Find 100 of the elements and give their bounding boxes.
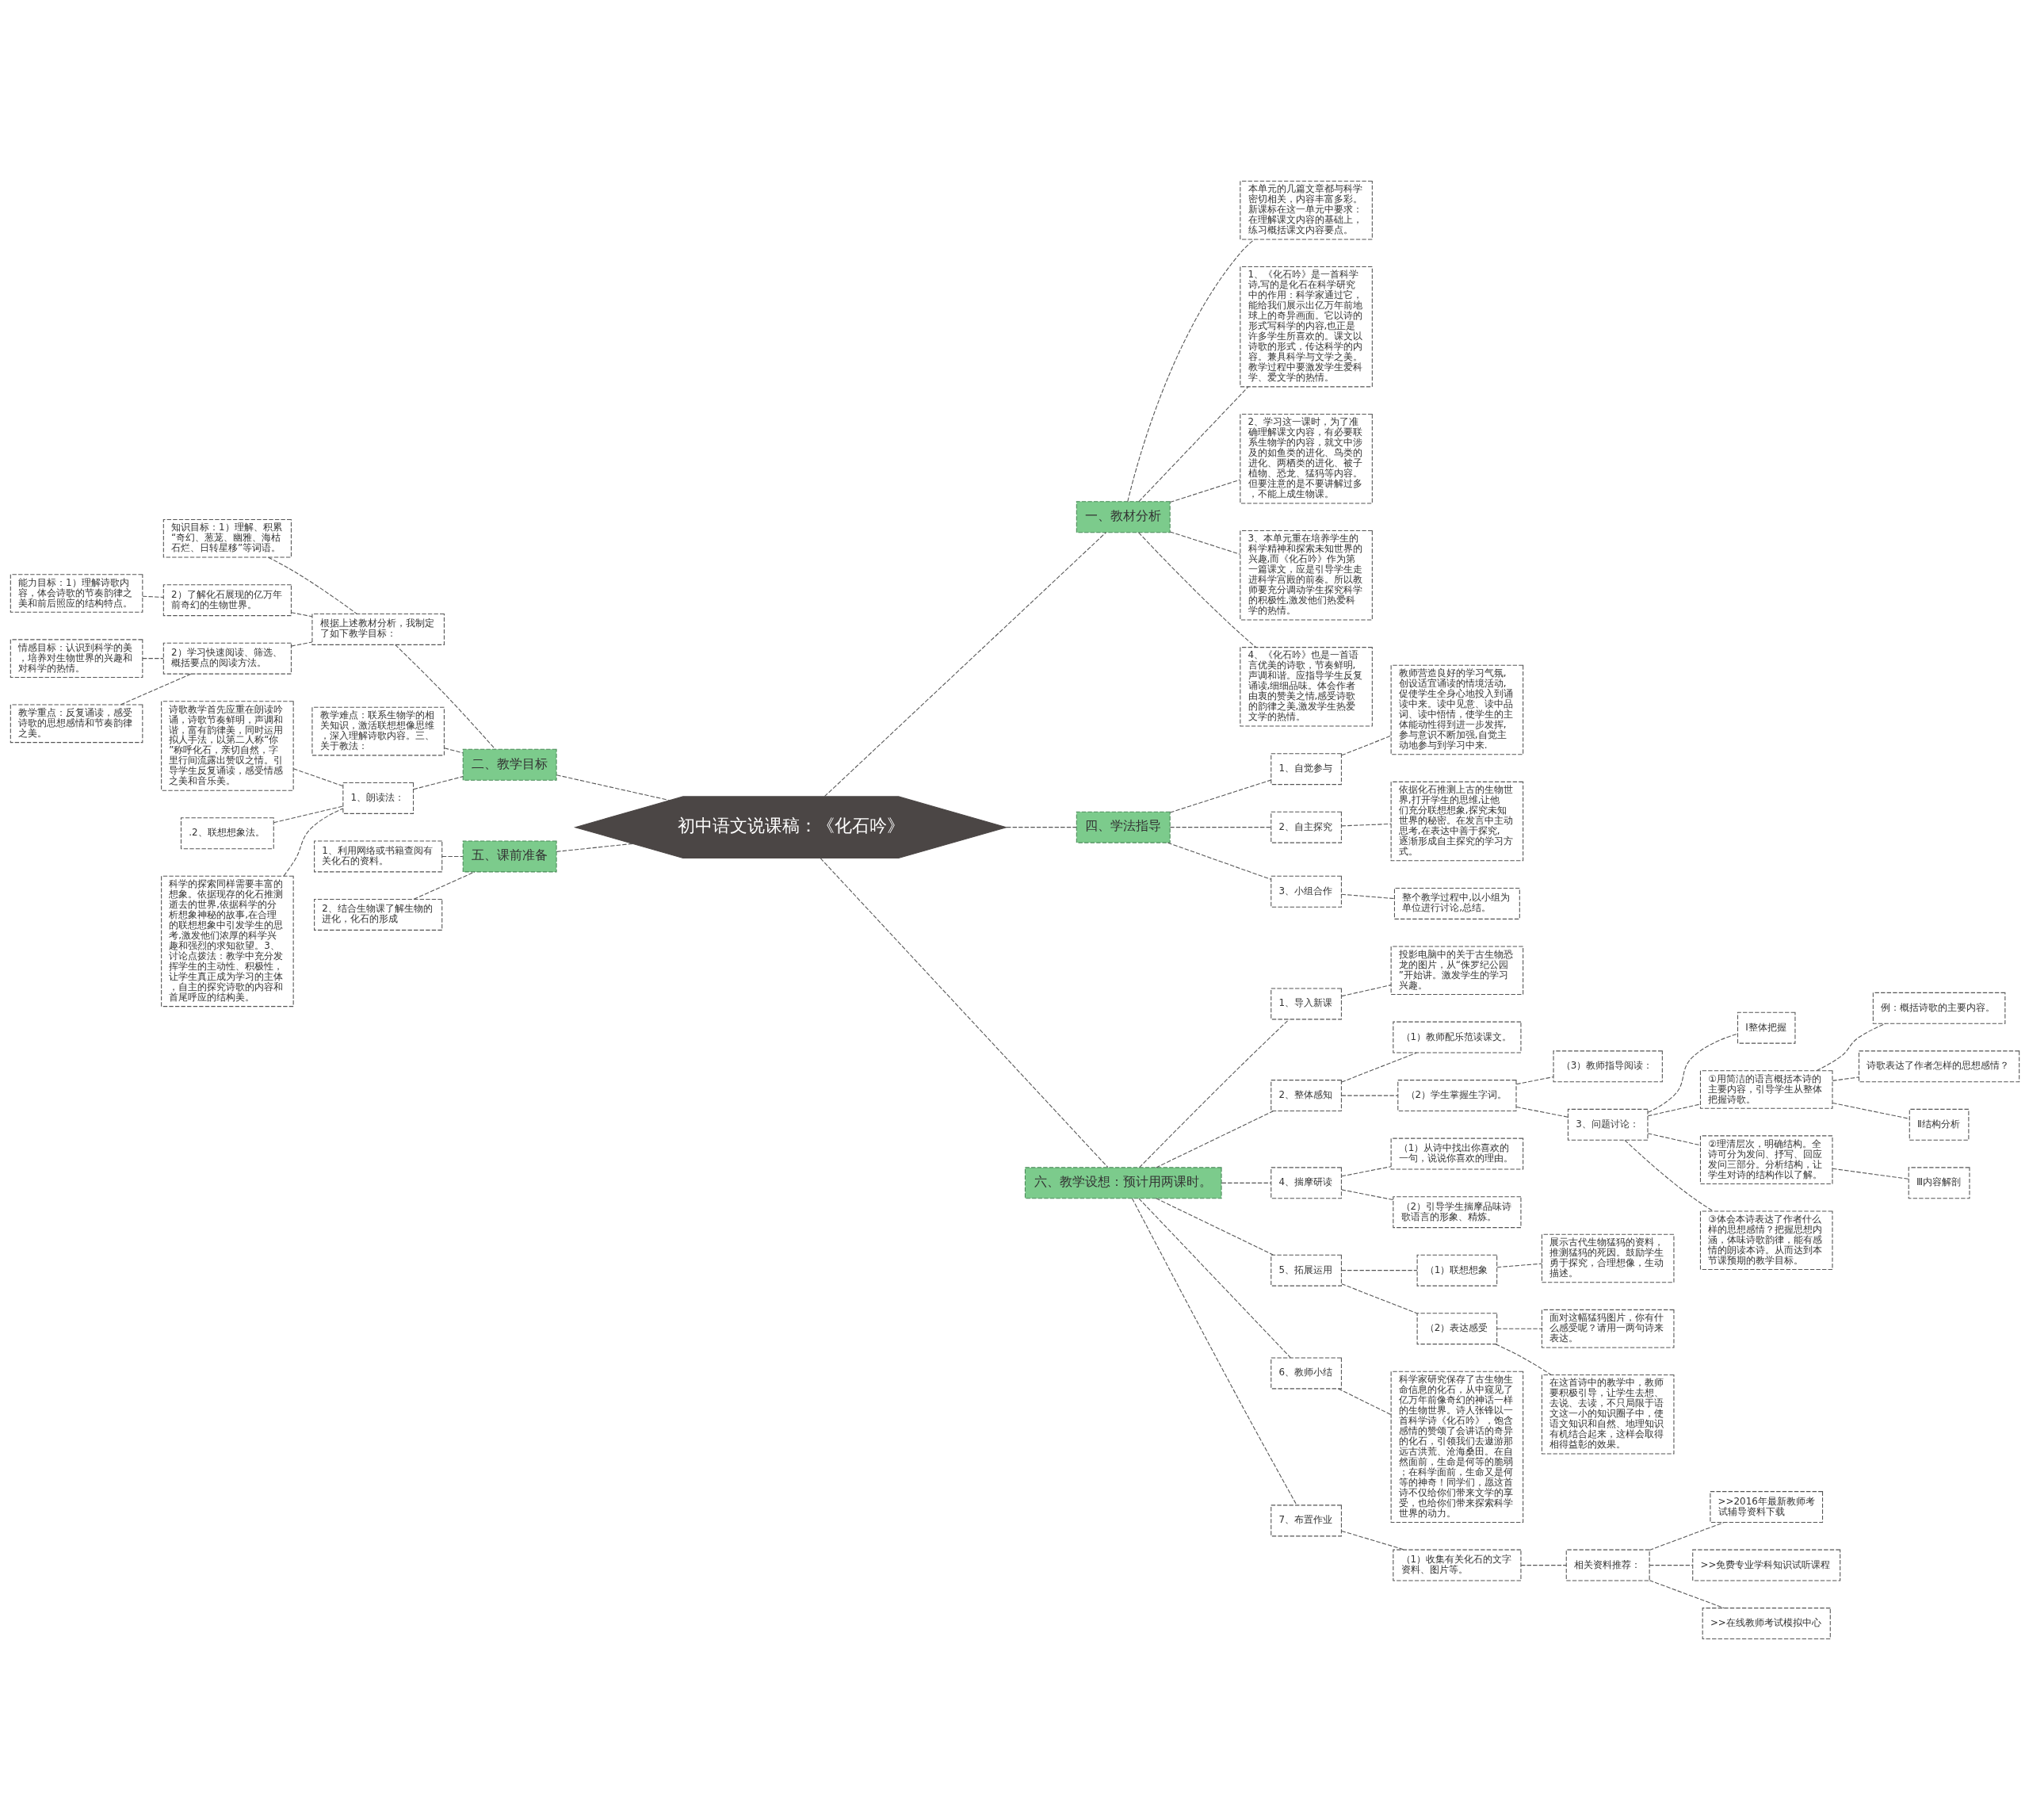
connector bbox=[1340, 1530, 1405, 1550]
connector bbox=[1340, 1166, 1392, 1177]
node-box: 整个教学过程中,以小组为单位进行讨论,总结。 bbox=[1393, 887, 1520, 920]
node-box: 3、本单元重在培养学生的科学精神和探索未知世界的兴趣,而《化石吟》作为第一篇课文，应是引导学生走进科学宫殿的前奏。所以教师要充分调动学生探究科学的积极性,激发他们热爱科学的热情。 bbox=[1239, 530, 1373, 621]
connector bbox=[1337, 1388, 1391, 1416]
connector bbox=[1138, 1198, 1291, 1359]
connector bbox=[1167, 842, 1271, 880]
connector bbox=[273, 805, 343, 824]
connector bbox=[1340, 1052, 1417, 1083]
node-box: 根据上述教材分析，我制定了如下教学目标： bbox=[311, 613, 445, 645]
node-box: Ⅱ结构分析 bbox=[1909, 1108, 1969, 1141]
connector bbox=[556, 843, 633, 852]
connector bbox=[823, 532, 1106, 797]
node-box: 2、自主探究 bbox=[1270, 811, 1342, 843]
connector bbox=[441, 855, 463, 857]
connector bbox=[1126, 239, 1255, 503]
connector bbox=[292, 768, 343, 787]
node-box: 在这首诗中的教学中，教师要积极引导，让学生去想、去说、去读，不只局限于语文这一小的知识圈子中，使语文知识和自然、地理知识有机结合起来，这样会取得相得益彰的效果。 bbox=[1541, 1375, 1674, 1455]
connector bbox=[1649, 1580, 1725, 1609]
node-box: 2）了解化石展现的亿万年前奇幻的生物世界。 bbox=[162, 584, 292, 617]
connector bbox=[1137, 532, 1256, 648]
node-box: Ⅰ整体把握 bbox=[1737, 1011, 1795, 1044]
node-box: 依据化石推测上古的生物世界,打开学生的思维,让他们充分联想想象,探究未知世界的秘密。在发言中主动思考,在表达中善于探究,逐渐形成自主探究的学习方式。 bbox=[1390, 781, 1523, 862]
node-box: 展示古代生物猛犸的资料，推测猛犸的死因。鼓励学生勇于探究，合理想像，生动描述。 bbox=[1541, 1233, 1674, 1283]
node-box: （1）从诗中找出你喜欢的一句，说说你喜欢的理由。 bbox=[1390, 1138, 1523, 1170]
node-box: 1、利用网络或书籍查阅有关化石的资料。 bbox=[313, 840, 442, 873]
connector bbox=[1647, 1033, 1738, 1113]
node-box: 1、自觉参与 bbox=[1270, 753, 1342, 786]
node-box: 教学难点：联系生物学的相关知识，激活联想想像思维，深入理解诗歌内容。三、关于教法： bbox=[311, 706, 445, 756]
connector bbox=[1495, 1344, 1552, 1375]
node-box: （3）教师指导阅读： bbox=[1553, 1050, 1663, 1083]
node-box: Ⅲ内容解剖 bbox=[1908, 1167, 1970, 1199]
node-box: 五、课前准备 bbox=[462, 840, 557, 873]
node-box: 知识目标：1）理解、积累“奇幻、葱茏、幽雅、海枯石烂、日转星移”等词语。 bbox=[162, 518, 292, 558]
connector bbox=[1340, 823, 1392, 827]
connector bbox=[1623, 1139, 1714, 1212]
node-box: ①用简洁的语言概括本诗的主要内容，引导学生从整体把握诗歌。 bbox=[1699, 1070, 1832, 1109]
node-box: （2）表达感受 bbox=[1416, 1313, 1497, 1345]
node-box: 2、学习这一课时，为了准确理解课文内容，有必要联系生物学的内容，就文中涉及的如鱼类的进化、鸟类的进化、两栖类的进化、被子植物、恐龙、猛犸等内容。但要注意的是不要讲解过多，不能上成生物课。 bbox=[1239, 413, 1373, 504]
connector bbox=[1832, 1076, 1859, 1081]
connector bbox=[443, 748, 463, 754]
node-box: .2、联想想象法。 bbox=[180, 817, 274, 850]
connector bbox=[290, 641, 312, 647]
connector bbox=[290, 612, 312, 618]
connector bbox=[1815, 1023, 1886, 1072]
node-box: 教学重点：反复诵读，感受诗歌的思想感情和节奏韵律之美。 bbox=[10, 704, 143, 744]
connector bbox=[1649, 1522, 1725, 1550]
node-box: 投影电脑中的关于古生物恐龙的图片，从“侏罗纪公园”开始讲。激发学生的学习兴趣。 bbox=[1390, 946, 1523, 996]
node-box: 相关资料推荐： bbox=[1565, 1549, 1650, 1581]
connector bbox=[820, 858, 1108, 1168]
connector bbox=[556, 774, 670, 801]
node-box: 一、教材分析 bbox=[1076, 501, 1171, 533]
node-box: 7、布置作业 bbox=[1270, 1505, 1342, 1537]
connector bbox=[1832, 1168, 1909, 1180]
connector bbox=[1131, 1198, 1297, 1506]
connector bbox=[267, 556, 357, 614]
connector bbox=[120, 673, 191, 705]
connector bbox=[1169, 827, 1271, 828]
connector bbox=[1340, 1189, 1393, 1201]
node-box: >>2016年最新教师考试辅导资料下载 bbox=[1709, 1491, 1823, 1524]
node-box: ②理清层次，明确结构。全诗可分为发问、抒写、回应发问三部分。分析结构，让学生对诗的结构作以了解。 bbox=[1699, 1135, 1832, 1184]
node-box: >>在线教师考试模拟中心 bbox=[1702, 1608, 1831, 1640]
connector bbox=[1169, 779, 1271, 813]
node-box: 教师营造良好的学习气氛,创设适宜诵读的情境活动,促使学生全身心地投入到诵读中来。读中见意、读中品词、读中悟情，使学生的主体能动性得到进一步发挥,参与意识不断加强,自觉主动地参与到学习中来. bbox=[1390, 664, 1523, 755]
connector bbox=[1340, 1283, 1417, 1314]
node-box: （1）教师配乐范读课文。 bbox=[1392, 1021, 1521, 1053]
connector bbox=[1515, 1106, 1569, 1118]
connector bbox=[1138, 386, 1248, 503]
node-box: 例：概括诗歌的主要内容。 bbox=[1872, 992, 2005, 1024]
connector bbox=[412, 776, 464, 790]
connector bbox=[283, 808, 343, 877]
connector bbox=[141, 595, 164, 598]
node-box: （2）学生掌握生字词。 bbox=[1397, 1080, 1517, 1112]
node-box: 诗歌表达了作者怎样的思想感情？ bbox=[1858, 1050, 2019, 1083]
node-box: 2）学习快速阅读、筛选、概括要点的阅读方法。 bbox=[162, 642, 292, 675]
connector bbox=[394, 644, 495, 750]
connector bbox=[1005, 827, 1077, 828]
connector bbox=[1340, 735, 1392, 756]
connector bbox=[1221, 1182, 1271, 1183]
node-box: （2）引导学生揣摩品味诗歌语言的形象、精炼。 bbox=[1392, 1196, 1521, 1229]
connector bbox=[1647, 1103, 1701, 1117]
node-box: 3、小组合作 bbox=[1270, 875, 1342, 908]
node-box: 3、问题讨论： bbox=[1567, 1108, 1648, 1141]
connector bbox=[1649, 1565, 1693, 1566]
node-box: 科学家研究保存了古生物生命信息的化石，从中窥见了亿万年前像奇幻的神话一样的生物世界。诗人张锋以一首科学诗《化石吟》，饱含感情的赞颂了会讲话的奇异的化石，引领我们去遨游那远古洪荒、沧海桑田。在自然面前，生命是何等的脆弱；在科学面前，生命又是何等的神奇！同学们，愿这首诗不仅给你们带来文学的享受，也给你们带来探索科学世界的动力。 bbox=[1390, 1371, 1523, 1524]
node-box: 诗歌教学首先应重在朗读吟诵，诗歌节奏鲜明，声调和谐，富有韵律美，同时运用拟人手法，以第二人称“你”称呼化石，亲切自然，字里行间流露出赞叹之情。引导学生反复诵读，感受情感之美和音乐美。 bbox=[160, 701, 294, 791]
connector bbox=[1340, 1270, 1417, 1271]
connector bbox=[141, 658, 164, 660]
node-box: 科学的探索同样需要丰富的想象。依据现存的化石推测逝去的世界,依据科学的分析想象神秘的故事,在合理的联想想象中引发学生的思考,激发他们浓厚的科学兴趣和强烈的求知欲望。3、讨论点拨法：教学中充分发挥学生的主动性、积极性，让学生真正成为学习的主体，自主的探究诗歌的内容和首尾呼应的结构美。 bbox=[160, 875, 294, 1008]
connector bbox=[1169, 479, 1240, 503]
connector bbox=[1515, 1076, 1553, 1085]
connector bbox=[1519, 1565, 1567, 1566]
node-box: 1、《化石吟》是一首科学诗,写的是化石在科学研究中的作用：科学家通过它，能给我们展示出亿万年前地球上的奇异画面。它以诗的形式写科学的内容,也正是许多学生所喜欢的。课文以诗歌的形式，传达科学的内容。兼具科学与文学之美。教学过程中要激发学生爱科学、爱文学的热情。 bbox=[1239, 266, 1373, 388]
node-box: 4、《化石吟》也是一首语言优美的诗歌，节奏鲜明,声调和谐。应指导学生反复诵读,细细品味。体会作者由衷的赞美之情,感受诗歌的韵律之美,激发学生热爱文学的热情。 bbox=[1239, 647, 1373, 727]
connector bbox=[1832, 1102, 1910, 1119]
node-box: 2、结合生物课了解生物的进化，化石的形成 bbox=[313, 898, 442, 931]
node-box: 1、导入新课 bbox=[1270, 988, 1342, 1020]
connector bbox=[1138, 1019, 1290, 1168]
connector bbox=[1647, 1133, 1701, 1146]
connector bbox=[1340, 985, 1392, 997]
